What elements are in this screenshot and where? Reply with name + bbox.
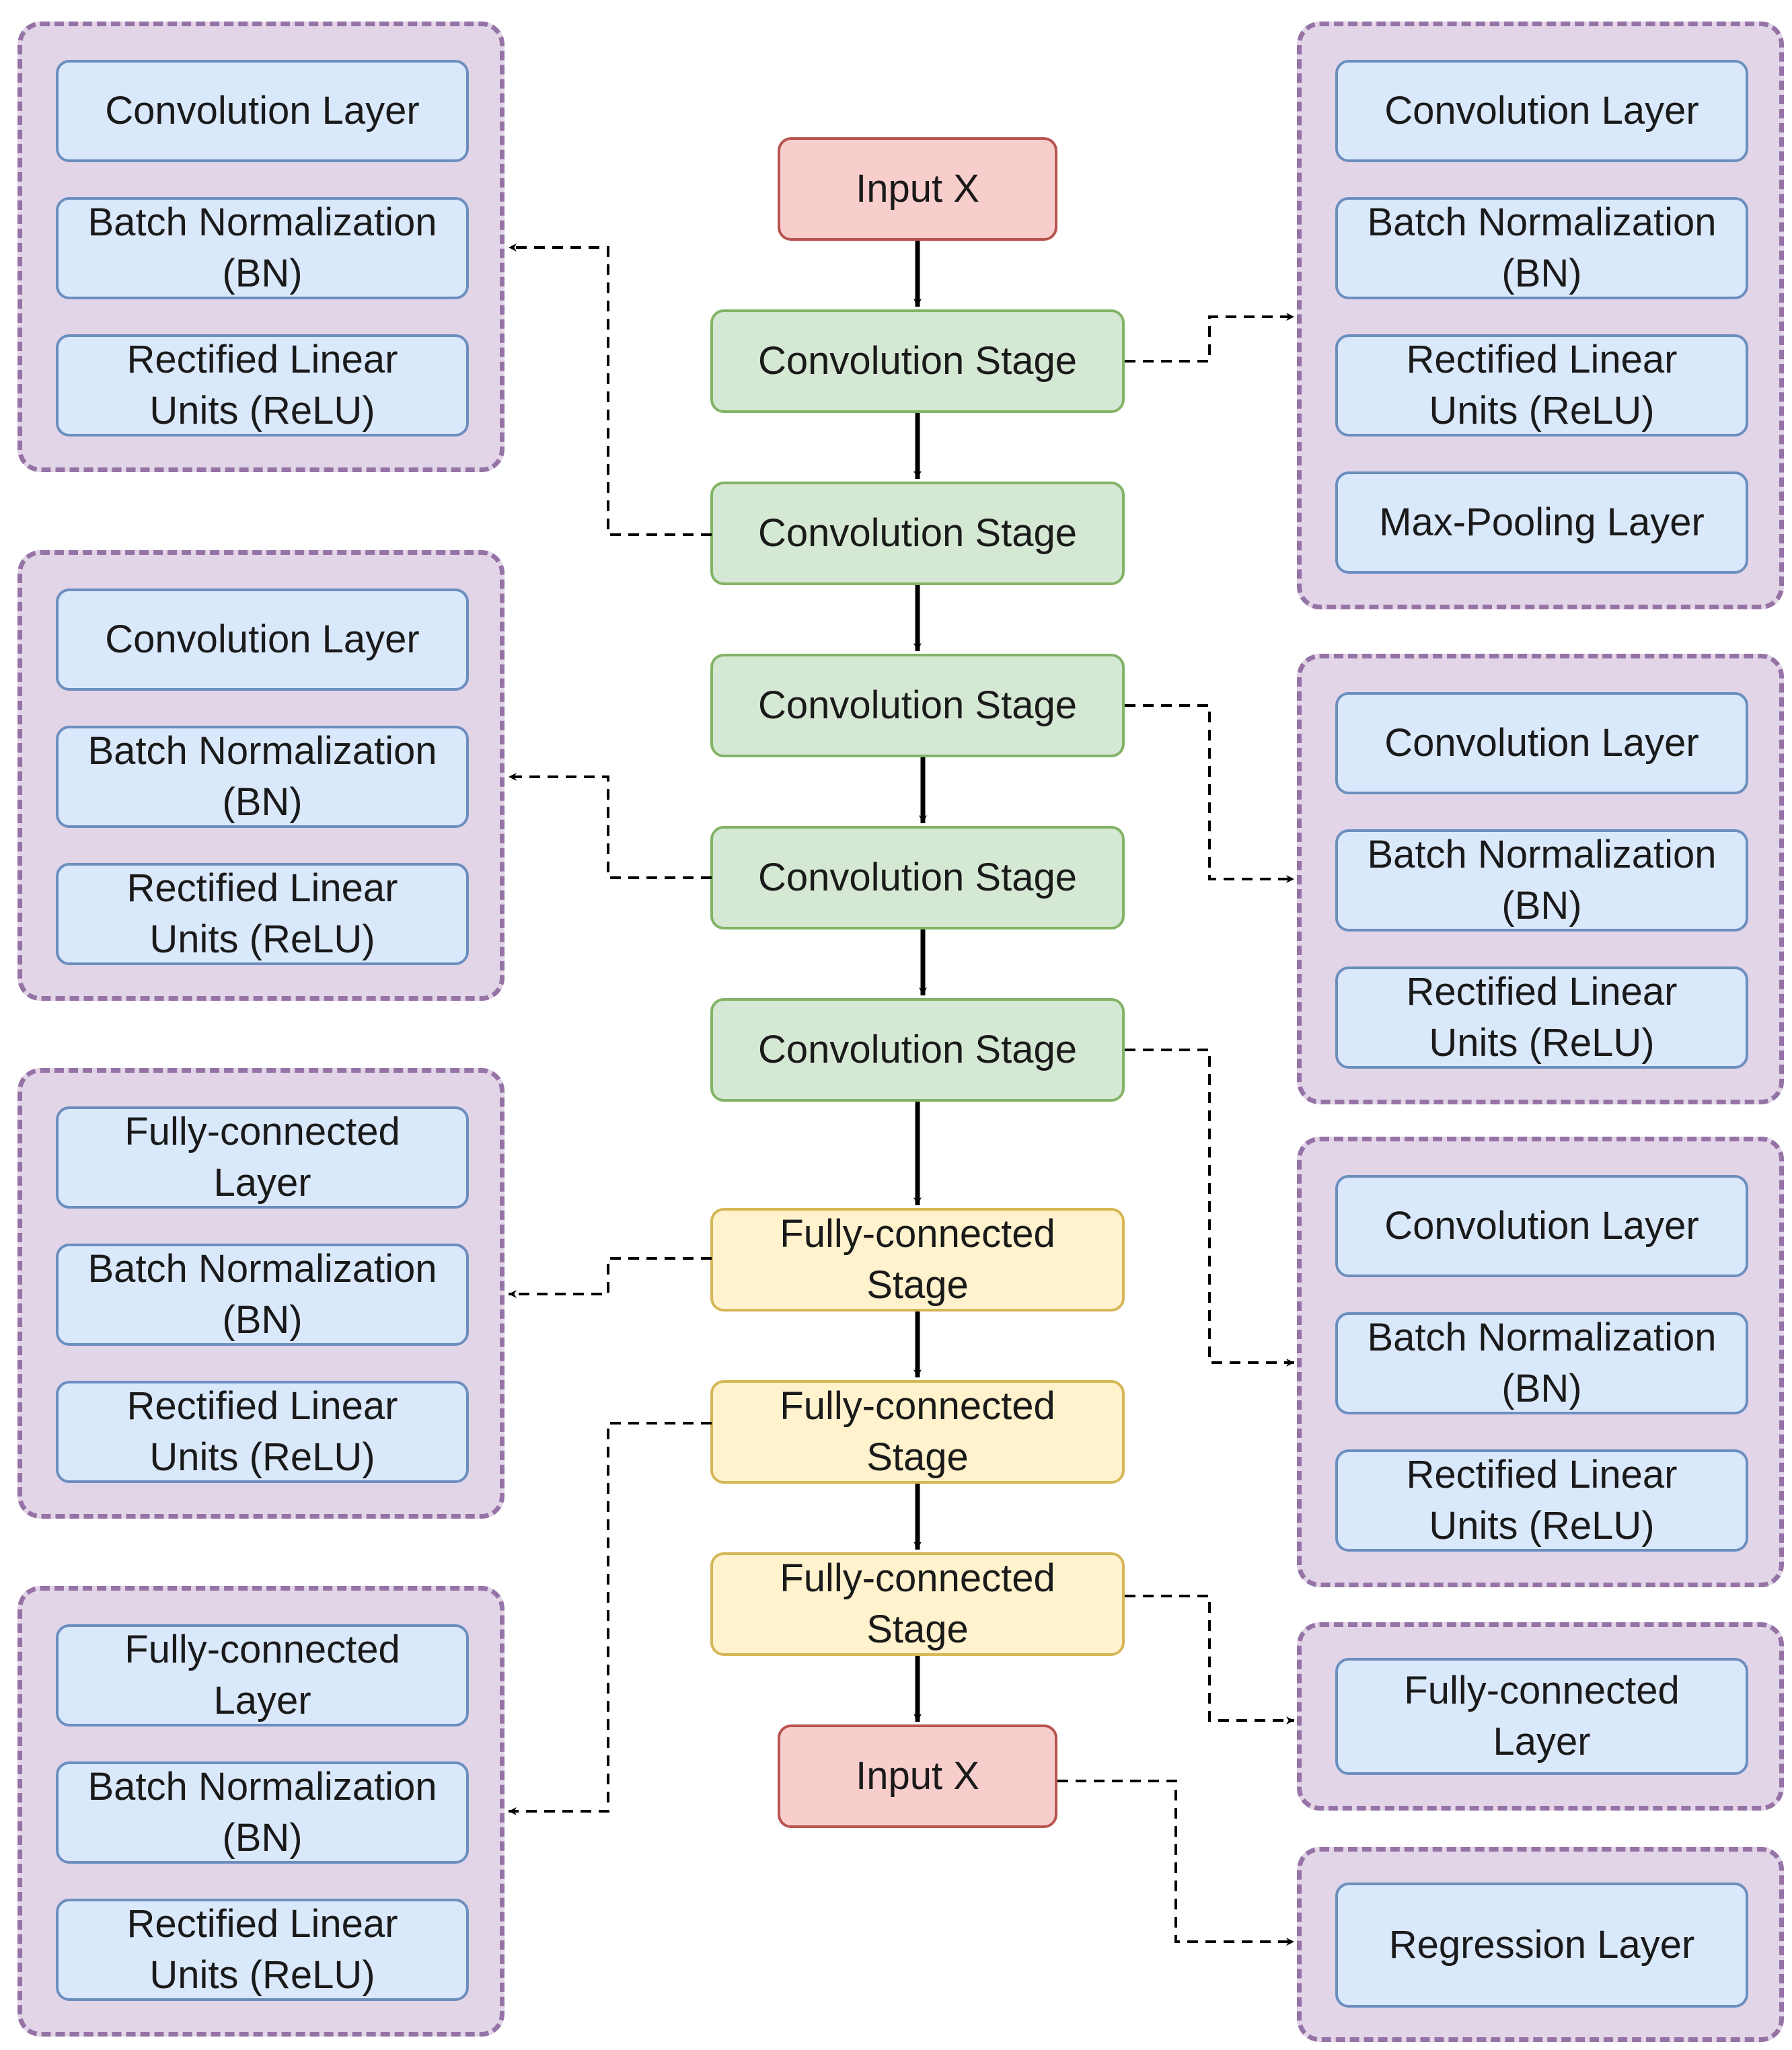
- left-group-conv-2: Convolution Layer Batch Normalization (B…: [17, 550, 505, 1001]
- batch-normalization-box: Batch Normalization (BN): [1335, 197, 1748, 299]
- right-group-conv-3: Convolution Layer Batch Normalization (B…: [1297, 1137, 1784, 1587]
- right-group-conv-pool: Convolution Layer Batch Normalization (B…: [1297, 22, 1784, 609]
- detail-connector: [509, 243, 712, 536]
- convolution-stage-2: Convolution Stage: [710, 482, 1125, 585]
- batch-normalization-box: Batch Normalization (BN): [56, 197, 469, 299]
- fully-connected-layer-box: Fully-connected Layer: [1335, 1658, 1748, 1775]
- convolution-layer-box: Convolution Layer: [1335, 1175, 1748, 1277]
- input-node: Input X: [778, 137, 1057, 241]
- fully-connected-stage-2: Fully-connected Stage: [710, 1380, 1125, 1484]
- max-pooling-layer-box: Max-Pooling Layer: [1335, 471, 1748, 574]
- convolution-layer-box: Convolution Layer: [1335, 60, 1748, 162]
- fully-connected-layer-box: Fully-connected Layer: [56, 1106, 469, 1209]
- detail-connector: [1125, 1595, 1294, 1724]
- convolution-layer-box: Convolution Layer: [56, 60, 469, 162]
- relu-box: Rectified Linear Units (ReLU): [1335, 966, 1748, 1069]
- fully-connected-stage-3: Fully-connected Stage: [710, 1552, 1125, 1656]
- relu-box: Rectified Linear Units (ReLU): [56, 1899, 469, 2001]
- detail-connector: [1125, 704, 1294, 883]
- relu-box: Rectified Linear Units (ReLU): [1335, 334, 1748, 436]
- regression-layer-box: Regression Layer: [1335, 1883, 1748, 2008]
- detail-connector: [509, 1422, 712, 1815]
- left-group-fc-1: Fully-connected Layer Batch Normalizatio…: [17, 1068, 505, 1519]
- convolution-stage-4: Convolution Stage: [710, 826, 1125, 929]
- batch-normalization-box: Batch Normalization (BN): [56, 726, 469, 828]
- relu-box: Rectified Linear Units (ReLU): [56, 334, 469, 436]
- convolution-stage-1: Convolution Stage: [710, 309, 1125, 413]
- left-group-fc-2: Fully-connected Layer Batch Normalizatio…: [17, 1586, 505, 2037]
- convolution-layer-box: Convolution Layer: [56, 589, 469, 691]
- relu-box: Rectified Linear Units (ReLU): [56, 1381, 469, 1483]
- detail-connector: [1125, 1049, 1294, 1367]
- batch-normalization-box: Batch Normalization (BN): [56, 1244, 469, 1346]
- fully-connected-stage-1: Fully-connected Stage: [710, 1208, 1125, 1312]
- right-group-conv-2: Convolution Layer Batch Normalization (B…: [1297, 654, 1784, 1104]
- output-node: Input X: [778, 1724, 1057, 1828]
- convolution-layer-box: Convolution Layer: [1335, 692, 1748, 794]
- detail-connector: [509, 773, 712, 879]
- detail-connector: [1125, 313, 1294, 363]
- right-group-fc: Fully-connected Layer: [1297, 1622, 1784, 1811]
- batch-normalization-box: Batch Normalization (BN): [1335, 829, 1748, 932]
- convolution-stage-3: Convolution Stage: [710, 654, 1125, 757]
- detail-connector: [1057, 1780, 1294, 1946]
- relu-box: Rectified Linear Units (ReLU): [56, 863, 469, 965]
- batch-normalization-box: Batch Normalization (BN): [1335, 1312, 1748, 1414]
- detail-connector: [509, 1257, 712, 1298]
- convolution-stage-5: Convolution Stage: [710, 998, 1125, 1102]
- batch-normalization-box: Batch Normalization (BN): [56, 1761, 469, 1864]
- fully-connected-layer-box: Fully-connected Layer: [56, 1624, 469, 1726]
- right-group-regression: Regression Layer: [1297, 1847, 1784, 2042]
- relu-box: Rectified Linear Units (ReLU): [1335, 1449, 1748, 1552]
- left-group-conv-1: Convolution Layer Batch Normalization (B…: [17, 22, 505, 472]
